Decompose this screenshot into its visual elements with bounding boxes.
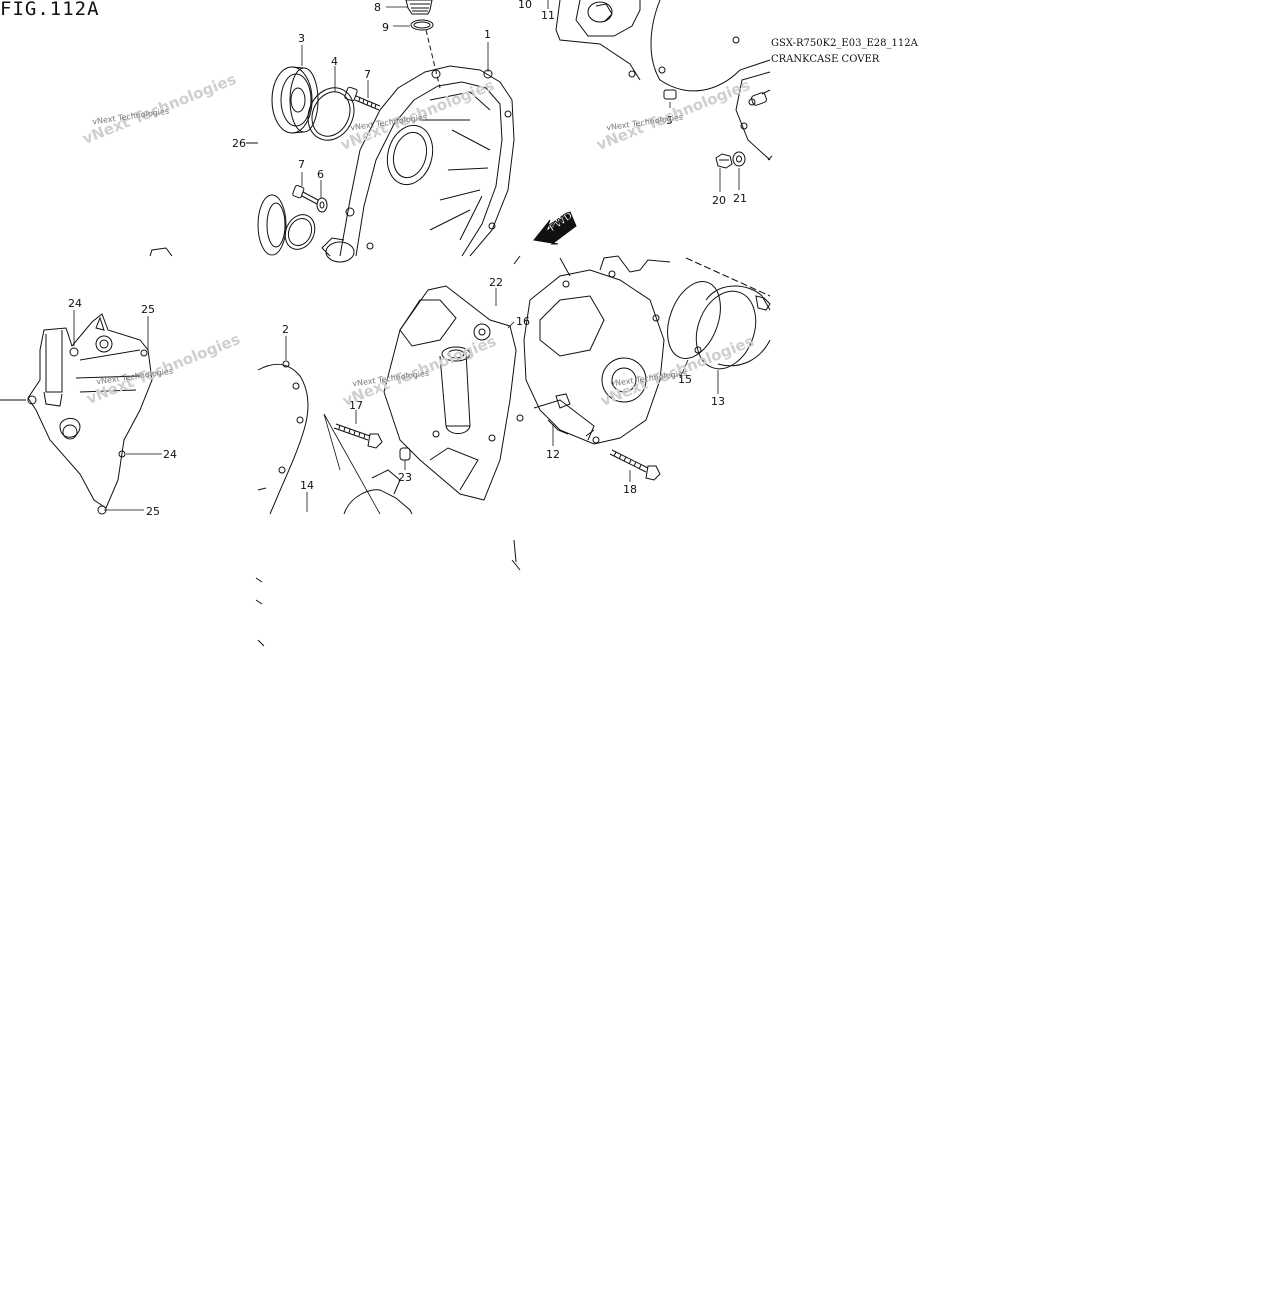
- model-code: GSX-R750K2_E03_E28_112A: [771, 38, 918, 49]
- crankcase-cover-body[interactable]: [321, 65, 515, 263]
- callout-24b[interactable]: 24: [163, 448, 177, 461]
- callout-20[interactable]: 20: [712, 194, 726, 207]
- callout-7a[interactable]: 7: [364, 68, 371, 81]
- callout-7b[interactable]: 7: [298, 158, 305, 171]
- callout-18[interactable]: 18: [623, 483, 637, 496]
- dowel-pin-5[interactable]: [663, 89, 677, 100]
- callout-6[interactable]: 6: [317, 168, 324, 181]
- oil-filler-plug[interactable]: [405, 0, 433, 15]
- section-name: CRANKCASE COVER: [771, 54, 880, 65]
- starter-cover-22[interactable]: [383, 285, 517, 501]
- callout-1[interactable]: 1: [484, 28, 491, 41]
- sprocket-cover-group: [0, 313, 153, 515]
- sprocket-cover-body[interactable]: [27, 313, 153, 509]
- dowel-pin-right[interactable]: [751, 89, 771, 106]
- callout-23[interactable]: 23: [398, 471, 412, 484]
- leader-lines: [73, 0, 740, 512]
- generator-cap-13[interactable]: [686, 283, 771, 377]
- callout-13[interactable]: 13: [711, 395, 725, 408]
- callout-26[interactable]: 26: [232, 137, 246, 150]
- model-caption: GSX-R750K2_E03_E28_112A CRANKCASE COVER: [771, 36, 918, 68]
- callout-14[interactable]: 14: [300, 479, 314, 492]
- oil-seal-lower[interactable]: [257, 194, 320, 256]
- gasket-washer-21[interactable]: [732, 151, 746, 167]
- callout-25a[interactable]: 25: [141, 303, 155, 316]
- oil-seal-3[interactable]: [271, 66, 319, 134]
- bolt-17[interactable]: [333, 423, 383, 449]
- forward-direction-marker: FWD: [533, 210, 577, 245]
- bolt-7-lower[interactable]: [292, 184, 319, 205]
- callout-4[interactable]: 4: [331, 55, 338, 68]
- generator-cover-16[interactable]: [513, 255, 671, 445]
- middle-center-group: [257, 285, 517, 515]
- callout-9[interactable]: 9: [382, 21, 389, 34]
- washer-6[interactable]: [316, 197, 328, 213]
- figure-title: FIG.112A: [0, 0, 100, 20]
- callout-11[interactable]: 11: [541, 9, 555, 22]
- callout-3[interactable]: 3: [298, 32, 305, 45]
- bolt-7-upper[interactable]: [344, 86, 381, 111]
- o-ring-4[interactable]: [300, 80, 363, 148]
- middle-right-group: [255, 255, 771, 647]
- bolt-19[interactable]: [685, 257, 771, 311]
- o-ring-15[interactable]: [658, 274, 730, 366]
- callout-25b[interactable]: 25: [146, 505, 160, 518]
- callout-5[interactable]: 5: [666, 114, 673, 127]
- callout-22[interactable]: 22: [489, 276, 503, 289]
- callout-2[interactable]: 2: [282, 323, 289, 336]
- callout-numbers: 8 9 10 11 1 3 4 7 26 7 6 5 20 21 24 25 2…: [68, 0, 747, 518]
- callout-12[interactable]: 12: [546, 448, 560, 461]
- callout-10[interactable]: 10: [518, 0, 532, 11]
- callout-16[interactable]: 16: [516, 315, 530, 328]
- callout-15[interactable]: 15: [678, 373, 692, 386]
- callout-8[interactable]: 8: [374, 1, 381, 14]
- drain-bolt-20[interactable]: [715, 153, 733, 169]
- crankcase-cover-group: [149, 0, 515, 263]
- dowel-pin-23[interactable]: [399, 447, 411, 461]
- callout-24a[interactable]: 24: [68, 297, 82, 310]
- callout-17[interactable]: 17: [349, 399, 363, 412]
- o-ring-9[interactable]: [410, 19, 434, 31]
- bolt-18[interactable]: [609, 449, 661, 481]
- gasket-upper-right: [555, 0, 773, 169]
- callout-21[interactable]: 21: [733, 192, 747, 205]
